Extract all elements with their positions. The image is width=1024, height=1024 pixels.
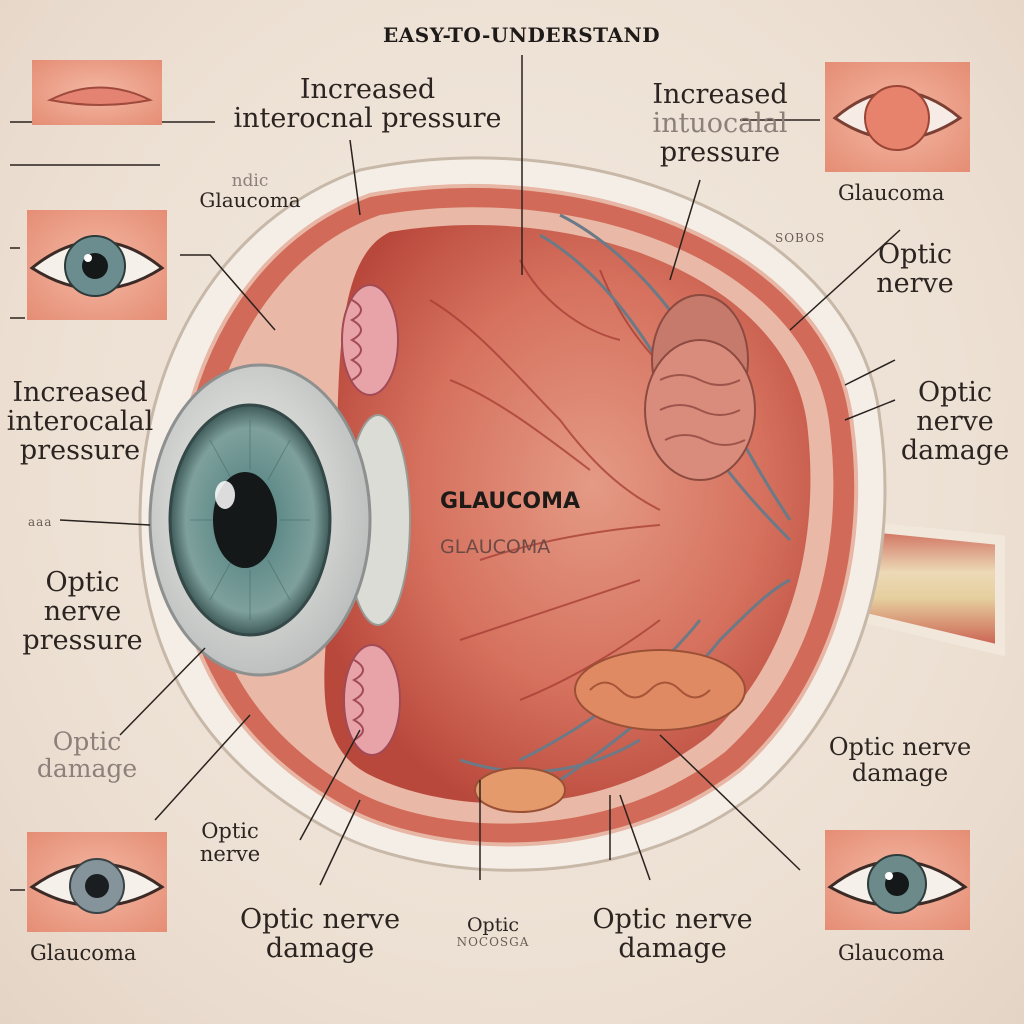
label-right-optic-nerve-damage: Optic nerve damage xyxy=(900,377,1010,467)
ciliary-body-upper xyxy=(341,284,399,396)
eye-panel-bottom-left xyxy=(27,832,167,932)
eye-panel-middle-left xyxy=(27,210,167,320)
label-bottom-optic-nerve-small: Optic nerve xyxy=(199,819,261,866)
label-left-optic-nerve-pressure: Optic nerve pressure xyxy=(22,567,143,657)
damaged-tissue-lower xyxy=(474,649,746,813)
label-upper-left-glaucoma: ndic Glaucoma xyxy=(199,171,301,213)
label-left-optic-damage-faded: Optic damage xyxy=(36,727,138,783)
label-bottom-optic-nerve-damage-2: Optic nerve damage xyxy=(592,904,753,965)
leader-lines xyxy=(10,55,901,891)
eye-panel-bottom-right xyxy=(825,830,970,930)
eye-panel-top-left xyxy=(32,60,162,125)
label-bottom-left-glaucoma: Glaucoma xyxy=(30,941,137,965)
label-center-glaucoma-faded: GLAUCOMA xyxy=(440,536,551,558)
label-bottom-optic-nerve-damage-1: Optic nerve damage xyxy=(239,904,401,965)
diagram-title: EASY-TO-UNDERSTAND xyxy=(383,23,661,47)
label-top-center-pressure: Increased interocnal pressure xyxy=(233,74,502,135)
retinal-vessels xyxy=(429,259,691,701)
label-tiny-marks-right: SOBOS xyxy=(775,231,826,245)
label-tiny-marks-left: aaa xyxy=(28,515,53,529)
ciliary-body-lower xyxy=(343,644,401,756)
label-bottom-optic-small: Optic NOCOSGA xyxy=(456,914,530,949)
label-center-glaucoma: GLAUCOMA xyxy=(440,489,581,514)
label-top-right-pressure: Increased intuocalal pressure xyxy=(652,79,788,169)
label-bottom-right-glaucoma: Glaucoma xyxy=(838,941,945,965)
damaged-tissue-upper xyxy=(644,294,756,481)
label-top-right-glaucoma: Glaucoma xyxy=(838,181,945,205)
eye-panel-top-right xyxy=(825,62,970,172)
label-lower-right-optic-nerve-damage: Optic nerve damage xyxy=(828,733,972,787)
label-right-optic-nerve: Optic nerve xyxy=(876,239,954,300)
label-left-increased-pressure: Increased interocalal pressure xyxy=(6,377,154,467)
